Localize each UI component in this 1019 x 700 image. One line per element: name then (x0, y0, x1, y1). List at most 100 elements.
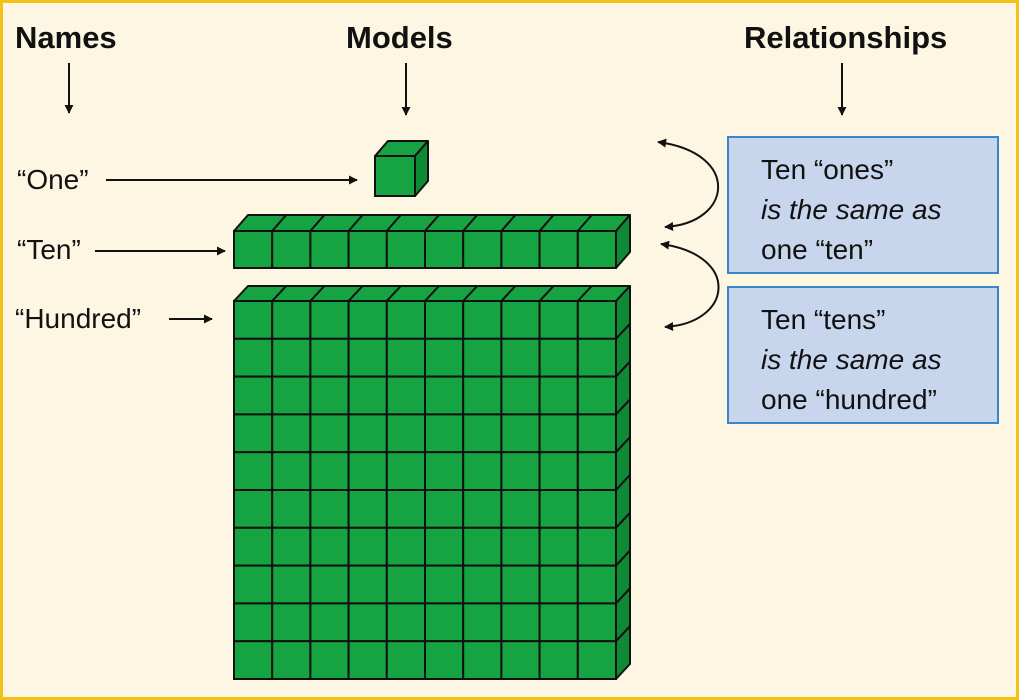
flat-unit-cube (347, 375, 388, 416)
flat-unit-cube (462, 375, 503, 416)
flat-unit-cube (347, 451, 388, 492)
flat-unit-cube (424, 375, 465, 416)
flat-unit-cube (576, 337, 617, 378)
flat-unit-cube (347, 413, 388, 454)
name-one: “One” (17, 164, 89, 195)
flat-unit-cube (538, 300, 579, 340)
flat-unit-cube (576, 602, 617, 643)
rod-unit-cube (233, 230, 274, 269)
flat-unit-cube (500, 602, 541, 643)
rod-unit-cube (309, 230, 350, 269)
flat-unit-cube (385, 375, 426, 416)
flat-unit-cube (271, 564, 312, 605)
flat-unit-cube (538, 640, 579, 681)
flat-unit-cube (424, 564, 465, 605)
flat-unit-cube (309, 375, 350, 416)
flat-unit-cube (576, 300, 617, 340)
flat-unit-cube (347, 489, 388, 529)
name-ten: “Ten” (17, 234, 81, 265)
flat-unit-cube (424, 640, 465, 681)
flat-unit-cube (233, 489, 274, 529)
flat-unit-cube (538, 602, 579, 643)
flat-unit-cube (538, 375, 579, 416)
rod-unit-cube (538, 230, 579, 269)
flat-unit-cube (385, 602, 426, 643)
flat-unit-cube (576, 413, 617, 454)
flat-unit-cube (233, 337, 274, 378)
tens-to-hundred-curved-arrow (660, 240, 720, 332)
flat-unit-cube (385, 300, 426, 340)
flat-unit-cube (385, 489, 426, 529)
flat-unit-cube (309, 337, 350, 378)
relationship-line: is the same as (761, 194, 942, 225)
flat-unit-cube (347, 300, 388, 340)
flat-unit-cube (538, 413, 579, 454)
flat-unit-cube (462, 300, 503, 340)
cube-front-face (374, 155, 416, 197)
flat-unit-cube (309, 526, 350, 567)
flat-unit-cube (233, 300, 274, 340)
relationship-line: one “hundred” (761, 384, 937, 415)
flat-unit-cube (385, 451, 426, 492)
flat-unit-cube (271, 337, 312, 378)
flat-unit-cube (424, 451, 465, 492)
relationship-box-ones-ten: Ten “ones” is the same as one “ten” (727, 136, 999, 274)
flat-unit-cube (233, 413, 274, 454)
flat-unit-cube (576, 451, 617, 492)
flat-unit-cube (347, 640, 388, 681)
relationship-line: one “ten” (761, 234, 874, 265)
name-hundred: “Hundred” (15, 303, 142, 334)
flat-unit-cube (462, 451, 503, 492)
flat-unit-cube (500, 526, 541, 567)
flat-unit-cube (538, 451, 579, 492)
flat-unit-cube (462, 337, 503, 378)
flat-unit-cube (233, 375, 274, 416)
rod-unit-cube (462, 230, 503, 269)
flat-unit-cube (538, 564, 579, 605)
flat-unit-cube (500, 564, 541, 605)
flat-unit-cube (424, 300, 465, 340)
flat-unit-cube (233, 602, 274, 643)
flat-unit-cube (347, 564, 388, 605)
flat-unit-cube (462, 413, 503, 454)
flat-unit-cube (233, 564, 274, 605)
flat-unit-cube (500, 300, 541, 340)
header-names: Names (15, 20, 117, 55)
flat-unit-cube (233, 451, 274, 492)
flat-unit-cube (309, 300, 350, 340)
flat-unit-cube (271, 413, 312, 454)
unit-cube-model (374, 140, 429, 197)
flat-unit-cube (538, 526, 579, 567)
flat-unit-cube (309, 451, 350, 492)
flat-unit-cube (271, 489, 312, 529)
flat-unit-cube (500, 451, 541, 492)
flat-unit-cube (347, 526, 388, 567)
ten-rod-model (233, 214, 631, 269)
flat-unit-cube (500, 375, 541, 416)
flat-unit-cube (347, 337, 388, 378)
flat-unit-cube (424, 489, 465, 529)
flat-unit-cube (271, 375, 312, 416)
flat-unit-cube (271, 300, 312, 340)
flat-unit-cube (309, 564, 350, 605)
flat-unit-cube (233, 640, 274, 681)
flat-unit-cube (309, 413, 350, 454)
relationship-line: Ten “ones” (761, 154, 894, 185)
flat-unit-cube (385, 640, 426, 681)
flat-unit-cube (271, 640, 312, 681)
rod-unit-cube (271, 230, 312, 269)
flat-unit-cube (271, 451, 312, 492)
relationship-line: Ten “tens” (761, 304, 886, 335)
flat-unit-cube (347, 602, 388, 643)
flat-unit-cube (538, 337, 579, 378)
header-relationships: Relationships (744, 20, 948, 55)
flat-unit-cube (462, 640, 503, 681)
rod-unit-cube (576, 230, 617, 269)
flat-unit-cube (576, 489, 617, 529)
flat-unit-cube (462, 564, 503, 605)
flat-unit-cube (576, 526, 617, 567)
flat-unit-cube (385, 564, 426, 605)
flat-unit-cube (309, 602, 350, 643)
flat-unit-cube (271, 602, 312, 643)
flat-unit-cube (424, 337, 465, 378)
